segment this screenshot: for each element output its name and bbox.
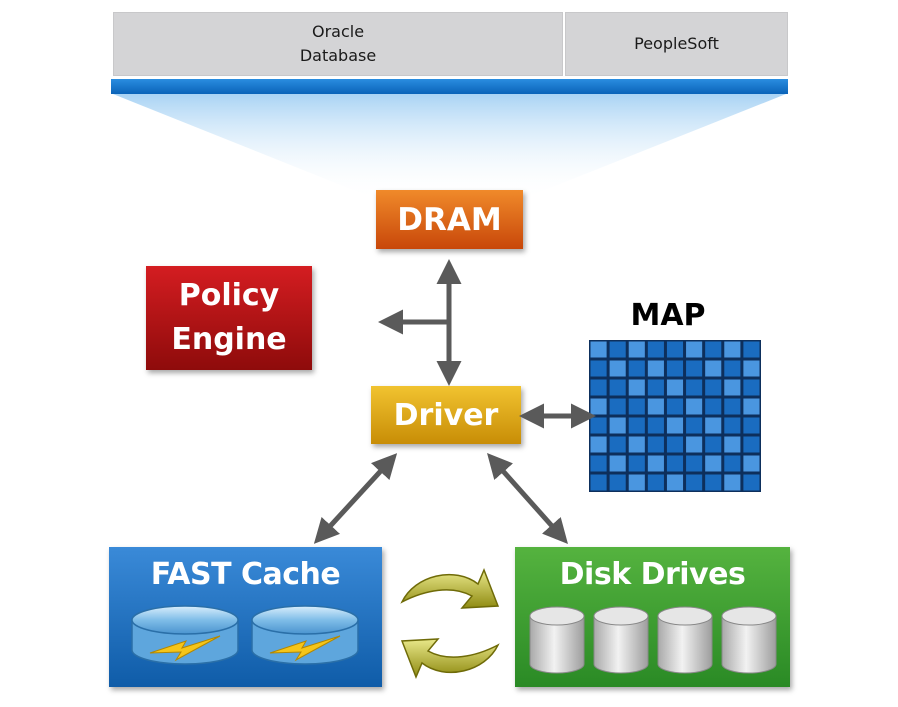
map-cell [628, 360, 645, 377]
map-label: MAP [630, 298, 706, 333]
map-cell [743, 341, 760, 358]
policy-engine-label: Policy Engine [171, 278, 287, 357]
driver-block: Driver [371, 386, 521, 444]
policy-engine-block: Policy Engine [146, 266, 312, 370]
map-cell [590, 455, 607, 472]
map-cell [647, 379, 664, 396]
driver-fast-cache-arrow [313, 453, 398, 544]
map-cell [705, 398, 722, 415]
map-cell [609, 379, 626, 396]
map-cell [724, 417, 741, 434]
map-cell [647, 341, 664, 358]
map-cell [647, 360, 664, 377]
map-cell [686, 341, 703, 358]
map-cell [628, 417, 645, 434]
map-cell [705, 455, 722, 472]
fast-cache-block: FAST Cache [109, 547, 382, 687]
map-cell [590, 436, 607, 453]
map-cell [647, 436, 664, 453]
map-cell [724, 455, 741, 472]
map-cell [724, 474, 741, 491]
map-cell [666, 455, 684, 472]
peoplesoft-box: PeopleSoft [565, 12, 788, 76]
map-cell [743, 360, 760, 377]
map-cell [724, 436, 741, 453]
map-cell [590, 474, 607, 491]
map-cell [666, 379, 684, 396]
map-cell [647, 417, 664, 434]
map-cell [705, 474, 722, 491]
driver-label: Driver [393, 397, 499, 433]
swap-arrows-icon [400, 568, 500, 679]
map-cell [628, 474, 645, 491]
map-cell [705, 360, 722, 377]
map-cell [609, 360, 626, 377]
fast-cache-label: FAST Cache [150, 557, 341, 592]
map-cell [743, 436, 760, 453]
map-cell [628, 398, 645, 415]
map-cell [628, 379, 645, 396]
map-cell [609, 341, 626, 358]
map-cell [705, 436, 722, 453]
map-cell [686, 474, 703, 491]
peoplesoft-label: PeopleSoft [634, 34, 719, 53]
dram-label: DRAM [397, 201, 502, 238]
map-cell [743, 474, 760, 491]
map-cell [686, 360, 703, 377]
map-cell [590, 341, 607, 358]
map-cell [666, 436, 684, 453]
map-cell [590, 417, 607, 434]
map-cell [609, 455, 626, 472]
map-cell [686, 398, 703, 415]
map-cell [724, 360, 741, 377]
map-cell [647, 474, 664, 491]
map-cell [666, 360, 684, 377]
map-cell [666, 341, 684, 358]
map-cell [590, 398, 607, 415]
map-cell [686, 379, 703, 396]
map-cell [609, 436, 626, 453]
dram-block: DRAM [376, 190, 523, 249]
map-cell [666, 398, 684, 415]
disk-drives-label: Disk Drives [559, 557, 746, 592]
driver-disk-drives-arrow [487, 453, 568, 544]
map-cell [724, 398, 741, 415]
oracle-database-label: Oracle Database [299, 22, 377, 65]
map-cell [647, 455, 664, 472]
map-cell [705, 341, 722, 358]
map-cell [724, 341, 741, 358]
map-cell [628, 436, 645, 453]
map-cell [705, 417, 722, 434]
map-cell [628, 455, 645, 472]
map-cell [743, 417, 760, 434]
map-cell [590, 379, 607, 396]
map-cell [743, 379, 760, 396]
map-cell [647, 398, 664, 415]
map-cell [666, 474, 684, 491]
application-bar [111, 79, 788, 94]
map-cell [609, 417, 626, 434]
oracle-database-box: Oracle Database [113, 12, 563, 76]
map-cell [590, 360, 607, 377]
map-cell [705, 379, 722, 396]
disk-drives-block: Disk Drives [515, 547, 790, 687]
map-grid [589, 340, 761, 492]
map-cell [743, 398, 760, 415]
map-cell [609, 474, 626, 491]
map-cell [686, 436, 703, 453]
map-cell [743, 455, 760, 472]
map-cell [666, 417, 684, 434]
map-cell [686, 455, 703, 472]
map-cell [609, 398, 626, 415]
map-cell [628, 341, 645, 358]
map-cell [724, 379, 741, 396]
map-cell [686, 417, 703, 434]
